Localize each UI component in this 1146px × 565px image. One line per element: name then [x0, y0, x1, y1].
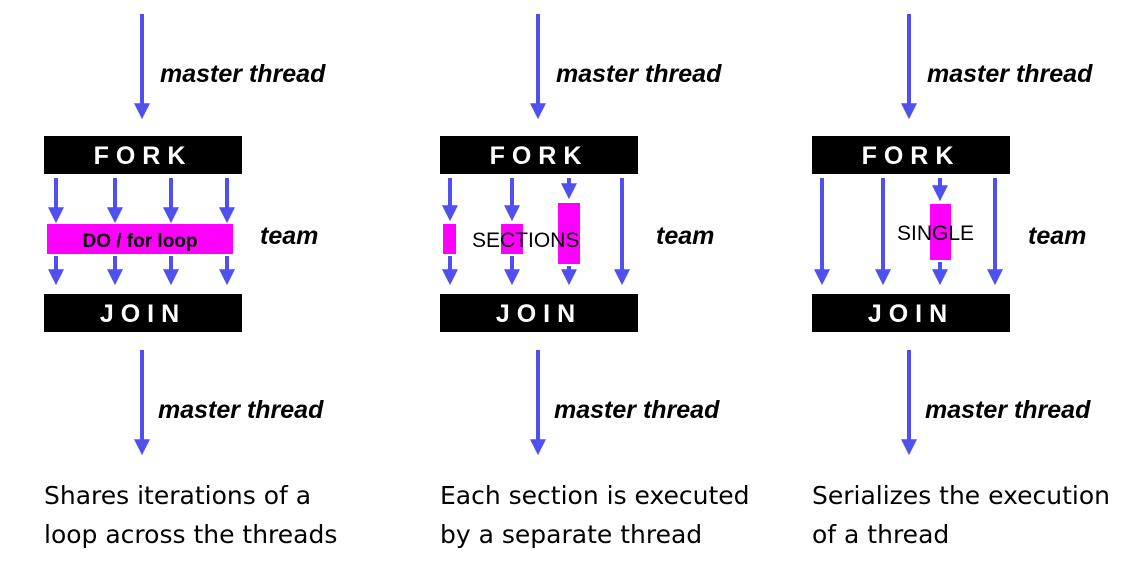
fork-label: FORK: [490, 142, 589, 170]
single-block: [930, 204, 951, 260]
fork-label: FORK: [862, 142, 961, 170]
fork-bar: [440, 136, 638, 174]
do-loop-block: [47, 224, 233, 254]
fork-join-diagram-do: master thread FORK DO / for loop team JO…: [44, 14, 326, 456]
join-bar: [440, 294, 638, 332]
caption: Shares iterations of a loop across the t…: [44, 476, 337, 554]
team-label: team: [260, 222, 318, 250]
caption: Serializes the execution of a thread: [812, 476, 1110, 554]
master-thread-label-bottom: master thread: [158, 396, 324, 424]
join-bar: [44, 294, 242, 332]
do-loop-label: DO / for loop: [82, 231, 197, 252]
fork-bar: [812, 136, 1010, 174]
single-label: SINGLE: [897, 222, 974, 245]
join-bar: [812, 294, 1010, 332]
team-thread-arrows-lower: [48, 256, 235, 286]
team-label: team: [1028, 222, 1086, 250]
section-block: [501, 224, 523, 254]
fork-join-diagram-single: master thread FORK SINGLE team JOIN mast…: [812, 14, 1093, 456]
master-thread-label-top: master thread: [927, 60, 1093, 88]
master-thread-label-top: master thread: [556, 60, 722, 88]
section-block: [443, 224, 456, 254]
panel-single: master thread FORK SINGLE team JOIN mast…: [812, 0, 1146, 565]
fork-label: FORK: [94, 142, 193, 170]
caption-line-2: by a separate thread: [440, 520, 703, 549]
caption-line-1: Each section is executed: [440, 481, 750, 510]
caption-line-1: Shares iterations of a: [44, 481, 312, 510]
join-label: JOIN: [868, 300, 954, 328]
caption-line-2: loop across the threads: [44, 520, 338, 549]
caption-line-1: Serializes the execution: [812, 481, 1110, 510]
panel-do-loop: master thread FORK DO / for loop team JO…: [44, 0, 424, 565]
join-label: JOIN: [100, 300, 186, 328]
caption: Each section is executed by a separate t…: [440, 476, 750, 554]
section-block: [558, 203, 580, 264]
master-thread-label-top: master thread: [160, 60, 326, 88]
join-label: JOIN: [496, 300, 582, 328]
master-thread-label-bottom: master thread: [925, 396, 1091, 424]
panel-sections: master thread FORK SECTIONS team JOIN ma…: [440, 0, 820, 565]
sections-label: SECTIONS: [472, 229, 579, 252]
fork-bar: [44, 136, 242, 174]
caption-line-2: of a thread: [812, 520, 950, 549]
team-thread-arrows-upper: [48, 178, 235, 224]
fork-join-diagram-sections: master thread FORK SECTIONS team JOIN ma…: [440, 14, 722, 456]
master-thread-label-bottom: master thread: [554, 396, 720, 424]
team-label: team: [656, 222, 714, 250]
